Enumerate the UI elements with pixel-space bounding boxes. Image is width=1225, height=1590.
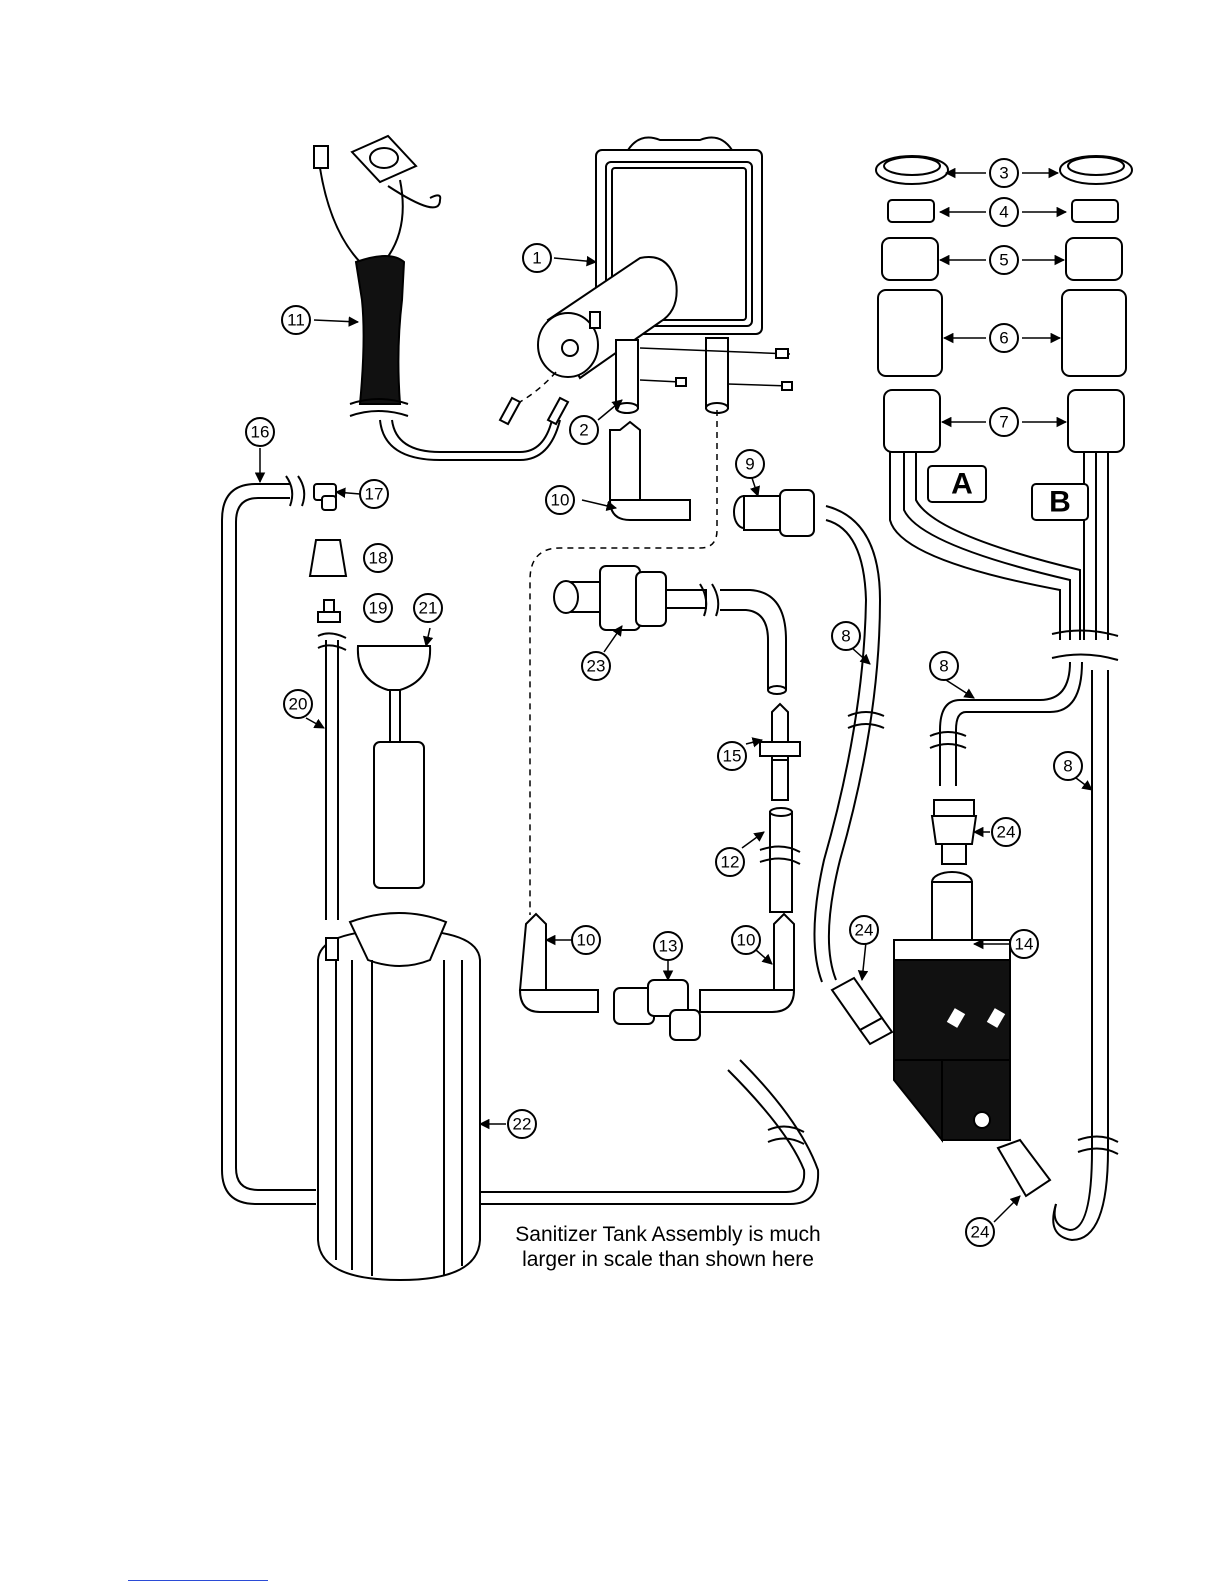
callout-6: 6 (990, 324, 1018, 352)
callout-24-left: 24 (850, 916, 878, 944)
callout-1: 1 (523, 244, 551, 272)
sanitizer-tank (318, 913, 480, 1280)
svg-text:10: 10 (551, 491, 570, 510)
svg-text:4: 4 (999, 203, 1008, 222)
svg-text:17: 17 (365, 485, 384, 504)
svg-text:24: 24 (971, 1223, 990, 1242)
svg-text:1: 1 (532, 249, 541, 268)
callout-10-top: 10 (546, 486, 574, 514)
callout-22: 22 (508, 1110, 536, 1138)
callout-8-right: 8 (1054, 752, 1082, 780)
callout-23: 23 (582, 652, 610, 680)
svg-text:7: 7 (999, 413, 1008, 432)
solenoid-valve (894, 872, 1010, 1140)
callout-24-top: 24 (992, 818, 1020, 846)
callout-13: 13 (654, 932, 682, 960)
svg-text:22: 22 (513, 1115, 532, 1134)
callout-8-left: 8 (832, 622, 860, 650)
bottom-link-underline (128, 1580, 268, 1581)
svg-text:20: 20 (289, 695, 308, 714)
callout-3: 3 (990, 159, 1018, 187)
svg-text:8: 8 (841, 627, 850, 646)
svg-text:15: 15 (723, 747, 742, 766)
manifold-left (876, 156, 1080, 640)
svg-text:14: 14 (1015, 935, 1034, 954)
barb-elbow-top (610, 422, 690, 520)
fitting-19 (318, 600, 340, 622)
callout-12: 12 (716, 848, 744, 876)
callout-11: 11 (282, 306, 310, 334)
callout-15: 15 (718, 742, 746, 770)
svg-text:3: 3 (999, 164, 1008, 183)
wire-harness (314, 136, 568, 460)
elbow-17 (314, 484, 336, 510)
callout-18: 18 (364, 544, 392, 572)
connector-label-a: A (928, 466, 986, 502)
svg-text:9: 9 (745, 455, 754, 474)
connector-label-b: B (1032, 484, 1088, 520)
union-connector (734, 490, 880, 982)
pump-plunger-21 (358, 646, 430, 888)
tee-13 (614, 980, 700, 1040)
callout-9: 9 (736, 450, 764, 478)
callout-16: 16 (246, 418, 274, 446)
svg-text:11: 11 (287, 311, 305, 330)
svg-text:12: 12 (721, 853, 740, 872)
svg-text:19: 19 (369, 599, 388, 618)
callout-21: 21 (414, 594, 442, 622)
svg-text:6: 6 (999, 329, 1008, 348)
callout-10-bottom-left: 10 (572, 926, 600, 954)
callout-19: 19 (364, 594, 392, 622)
svg-text:5: 5 (999, 251, 1008, 270)
fitting-24-top (932, 800, 976, 864)
callout-24-bottom: 24 (966, 1218, 994, 1246)
callout-10-bottom-right: 10 (732, 926, 760, 954)
fitting-24-left (832, 978, 892, 1044)
svg-text:24: 24 (855, 921, 874, 940)
svg-text:21: 21 (419, 599, 438, 618)
callout-8-middle: 8 (930, 652, 958, 680)
svg-text:10: 10 (737, 931, 756, 950)
tee-and-tube (760, 704, 800, 912)
svg-text:18: 18 (369, 549, 388, 568)
callout-5: 5 (990, 246, 1018, 274)
svg-text:8: 8 (1063, 757, 1072, 776)
svg-text:10: 10 (577, 931, 596, 950)
svg-text:16: 16 (251, 423, 270, 442)
cap-18 (310, 540, 346, 576)
callout-7: 7 (990, 408, 1018, 436)
scale-note: Sanitizer Tank Assembly is much larger i… (478, 1222, 858, 1272)
callout-17: 17 (360, 480, 388, 508)
svg-text:13: 13 (659, 937, 678, 956)
label-a-text: A (951, 468, 973, 501)
svg-text:24: 24 (997, 823, 1016, 842)
svg-text:23: 23 (587, 657, 606, 676)
pump-assembly (538, 138, 792, 413)
callout-4: 4 (990, 198, 1018, 226)
label-b-text: B (1049, 486, 1071, 519)
scale-note-line-2: larger in scale than shown here (478, 1247, 858, 1272)
scale-note-line-1: Sanitizer Tank Assembly is much (478, 1222, 858, 1247)
svg-text:2: 2 (579, 421, 588, 440)
svg-text:8: 8 (939, 657, 948, 676)
callout-2: 2 (570, 416, 598, 444)
callout-14: 14 (1010, 930, 1038, 958)
fitting-24-bottom (998, 1140, 1050, 1196)
callout-20: 20 (284, 690, 312, 718)
